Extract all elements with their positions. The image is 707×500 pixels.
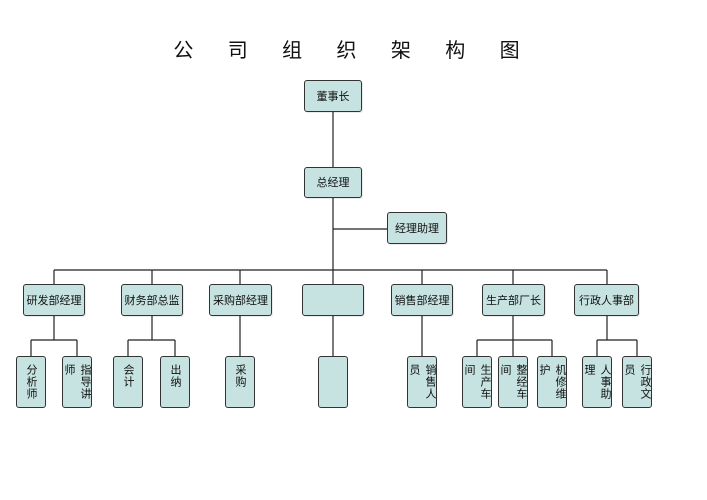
node-dept-blank <box>302 284 364 316</box>
node-staff-blank <box>318 356 348 408</box>
node-staff-cashier: 出纳 <box>160 356 190 408</box>
staff-label: 指导讲师 <box>63 364 92 400</box>
chart-title: 公 司 组 织 架 构 图 <box>173 38 534 62</box>
node-staff-instructor: 指导讲师 <box>62 356 92 408</box>
node-staff-maintenance: 机修维护 <box>537 356 567 408</box>
staff-label: 采购 <box>234 364 247 388</box>
node-dept-purchase: 采购部经理 <box>209 284 272 316</box>
staff-label: 人事助理 <box>583 364 612 400</box>
node-dept-finance: 财务部总监 <box>121 284 183 316</box>
node-dept-sales: 销售部经理 <box>391 284 453 316</box>
node-dept-rd: 研发部经理 <box>23 284 85 316</box>
staff-label: 出纳 <box>169 364 182 388</box>
node-staff-admin-clerk: 行政文员 <box>622 356 652 408</box>
node-staff-sales: 销售人员 <box>407 356 437 408</box>
node-staff-analyst: 分析师 <box>16 356 46 408</box>
node-staff-accountant: 会计 <box>113 356 143 408</box>
node-manager-assistant: 经理助理 <box>387 212 447 244</box>
staff-label: 机修维护 <box>538 364 567 400</box>
staff-label: 分析师 <box>25 364 38 400</box>
node-dept-production: 生产部厂长 <box>482 284 545 316</box>
node-staff-hr-assistant: 人事助理 <box>582 356 612 408</box>
staff-label: 生产车间 <box>463 364 492 400</box>
staff-label: 会计 <box>122 364 135 388</box>
node-staff-production-workshop: 生产车间 <box>462 356 492 408</box>
node-chairman: 董事长 <box>304 80 362 112</box>
staff-label: 行政文员 <box>623 364 652 400</box>
node-dept-hr-admin: 行政人事部 <box>574 284 639 316</box>
node-general-manager: 总经理 <box>304 167 362 198</box>
staff-label: 销售人员 <box>408 364 437 400</box>
node-staff-purchaser: 采购 <box>225 356 255 408</box>
staff-label: 整经车间 <box>499 364 528 400</box>
node-staff-warping-workshop: 整经车间 <box>498 356 528 408</box>
